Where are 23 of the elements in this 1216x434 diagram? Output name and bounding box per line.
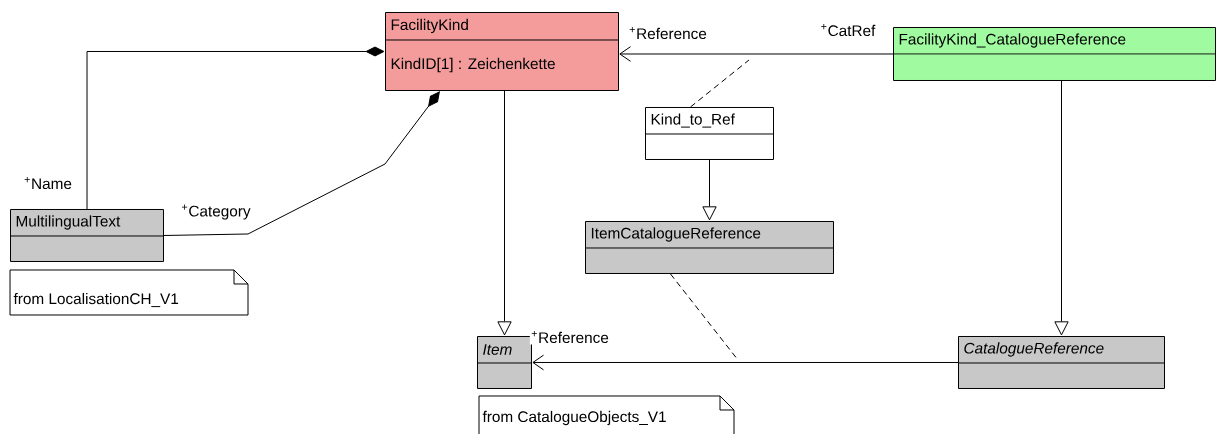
note: from CatalogueObjects_V1 xyxy=(478,395,735,434)
role-label: $^{+}$Name xyxy=(22,175,74,191)
class-box: FacilityKind_CatalogueReference xyxy=(892,27,1216,81)
connector xyxy=(86,46,385,210)
arrow xyxy=(532,354,959,371)
role-label: $^{+}$Reference xyxy=(627,25,709,41)
class-box: Item xyxy=(476,336,532,389)
arrow xyxy=(1054,80,1069,336)
class-box: MultilingualText xyxy=(9,209,164,262)
class-box: ItemCatalogueReference xyxy=(584,221,834,274)
class-box: CatalogueReference xyxy=(957,336,1165,389)
note: from LocalisationCH_V1 xyxy=(9,269,249,316)
class-box: FacilityKind KindID[1] : Zeichenkette xyxy=(384,12,619,91)
role-label: $^{+}$CatRef xyxy=(819,22,877,38)
arrow xyxy=(619,46,894,62)
association-line xyxy=(670,273,739,361)
arrow xyxy=(497,90,512,336)
role-label: $^{+}$Reference xyxy=(529,329,611,345)
arrow xyxy=(702,159,717,221)
class-box: Kind_to_Ref xyxy=(644,107,774,160)
association-line xyxy=(690,59,750,108)
role-label: $^{+}$Category xyxy=(180,203,252,221)
connector xyxy=(163,91,440,236)
